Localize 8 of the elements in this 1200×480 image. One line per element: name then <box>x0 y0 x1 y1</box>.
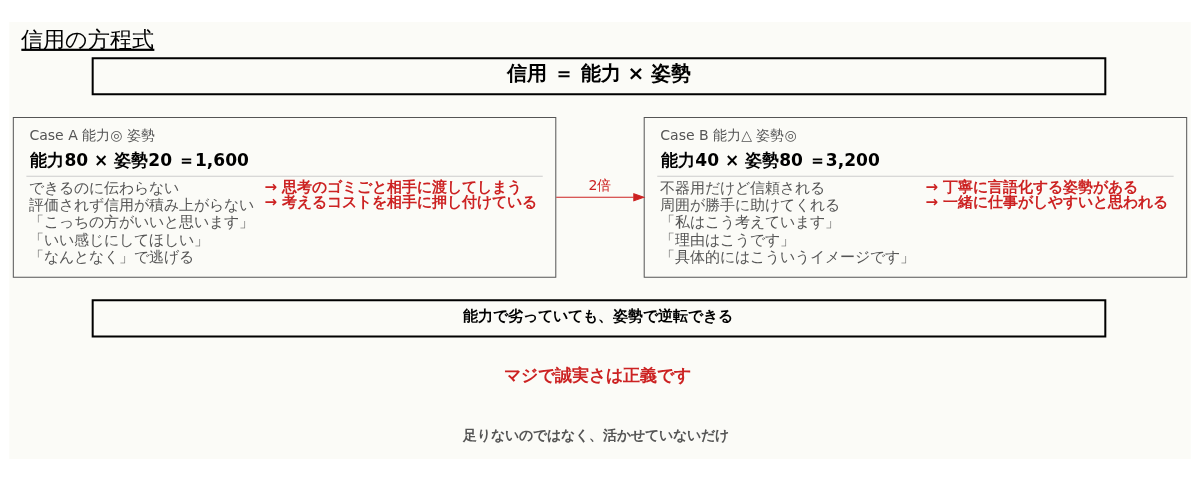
arrow <box>555 192 645 201</box>
label: マジで誠実さは正義です <box>503 364 691 385</box>
node-box: Case B 能力△ 姿勢◎ 能力40 × 姿勢80 ＝3,200 不器用だけど信頼される 周囲が勝手に助けてくれる 「私はこう考えています」 「理由はこうです」 「具体的にはこういうイメージです」 → 丁寧に言語化する姿勢がある → 一緒に仕事がしやすいと思われる <box>643 116 1188 278</box>
node-box: 能力で劣っていても、姿勢で逆転できる <box>91 298 1107 337</box>
node-box: 信用 ＝ 能力 × 姿勢 <box>91 56 1107 95</box>
edge-label: 2倍 <box>588 176 612 193</box>
label: 足りないのではなく、活かせていないだけ <box>462 426 729 443</box>
diagram-title: 信用の方程式 <box>21 25 155 52</box>
